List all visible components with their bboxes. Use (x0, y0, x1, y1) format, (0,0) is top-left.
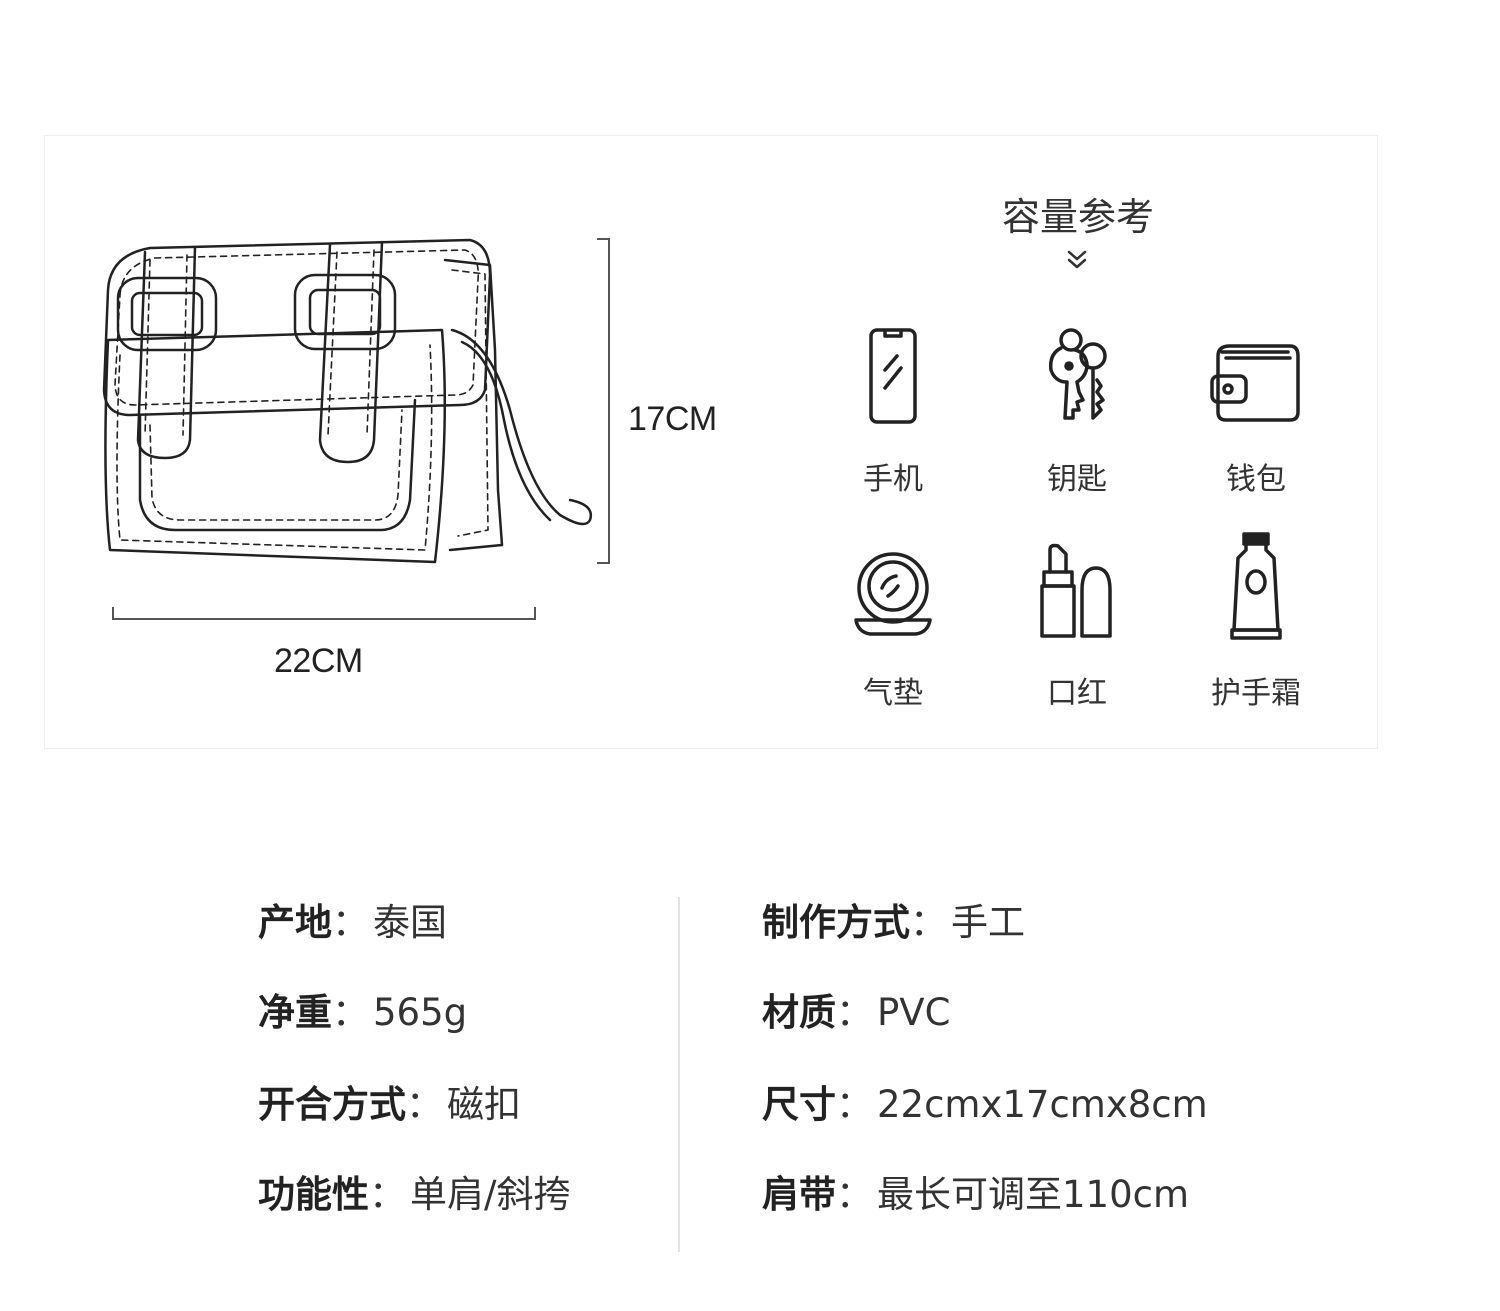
height-label: 17CM (628, 400, 717, 438)
capacity-item-phone: 手机 (813, 326, 973, 498)
hand-cream-icon (1230, 532, 1282, 640)
spec-key: 制作方式 (762, 901, 910, 944)
spec-weight: 净重：565g (258, 991, 468, 1034)
capacity-item-hand-cream: 护手霜 (1176, 530, 1336, 712)
keys-icon (1048, 328, 1107, 420)
spec-value: PVC (877, 991, 951, 1034)
capacity-title: 容量参考 (1001, 195, 1154, 239)
spec-value: 最长可调至110cm (877, 1173, 1190, 1216)
capacity-label: 口红 (1047, 676, 1107, 711)
spec-value: 泰国 (373, 901, 447, 944)
spec-function: 功能性：单肩/斜挎 (258, 1173, 571, 1216)
cushion-compact-icon (854, 552, 932, 636)
spec-strap: 肩带：最长可调至110cm (762, 1173, 1190, 1216)
spec-craft: 制作方式：手工 (762, 901, 1025, 944)
wallet-icon (1210, 344, 1300, 422)
spec-origin: 产地：泰国 (258, 901, 447, 944)
width-dimension-cap-right (534, 607, 536, 619)
capacity-item-lipstick: 口红 (997, 540, 1157, 712)
spec-value: 手工 (951, 901, 1025, 944)
width-dimension-line (112, 618, 536, 620)
capacity-item-wallet: 钱包 (1176, 326, 1336, 498)
spec-size: 尺寸：22cmx17cmx8cm (762, 1083, 1208, 1126)
lipstick-icon (1040, 543, 1112, 638)
width-dimension-cap-left (112, 607, 114, 619)
capacity-label: 手机 (863, 462, 923, 497)
height-dimension-cap-bottom (597, 562, 610, 564)
spec-key: 开合方式 (258, 1083, 406, 1126)
spec-closure: 开合方式：磁扣 (258, 1083, 521, 1126)
capacity-item-keys: 钥匙 (997, 326, 1157, 498)
height-dimension-line (608, 238, 610, 563)
spec-key: 产地 (258, 901, 332, 944)
spec-value: 565g (373, 991, 468, 1034)
product-info-panel (44, 135, 1378, 749)
capacity-item-cushion: 气垫 (813, 540, 973, 712)
capacity-label: 气垫 (863, 676, 923, 711)
phone-icon (869, 328, 917, 424)
spec-value: 磁扣 (447, 1083, 521, 1126)
capacity-label: 护手霜 (1211, 676, 1301, 711)
capacity-label: 钱包 (1226, 462, 1286, 497)
width-label: 22CM (274, 642, 363, 680)
specs-divider (678, 897, 680, 1252)
spec-key: 功能性 (258, 1173, 369, 1216)
spec-key: 尺寸 (762, 1083, 836, 1126)
double-chevron-down-icon (1067, 250, 1087, 269)
capacity-label: 钥匙 (1047, 462, 1107, 497)
spec-key: 肩带 (762, 1173, 836, 1216)
spec-value: 22cmx17cmx8cm (877, 1083, 1208, 1126)
spec-key: 材质 (762, 991, 836, 1034)
spec-material: 材质：PVC (762, 991, 951, 1034)
height-dimension-cap-top (597, 238, 610, 240)
spec-key: 净重 (258, 991, 332, 1034)
bag-outline-illustration (102, 238, 593, 564)
spec-value: 单肩/斜挎 (410, 1173, 571, 1216)
